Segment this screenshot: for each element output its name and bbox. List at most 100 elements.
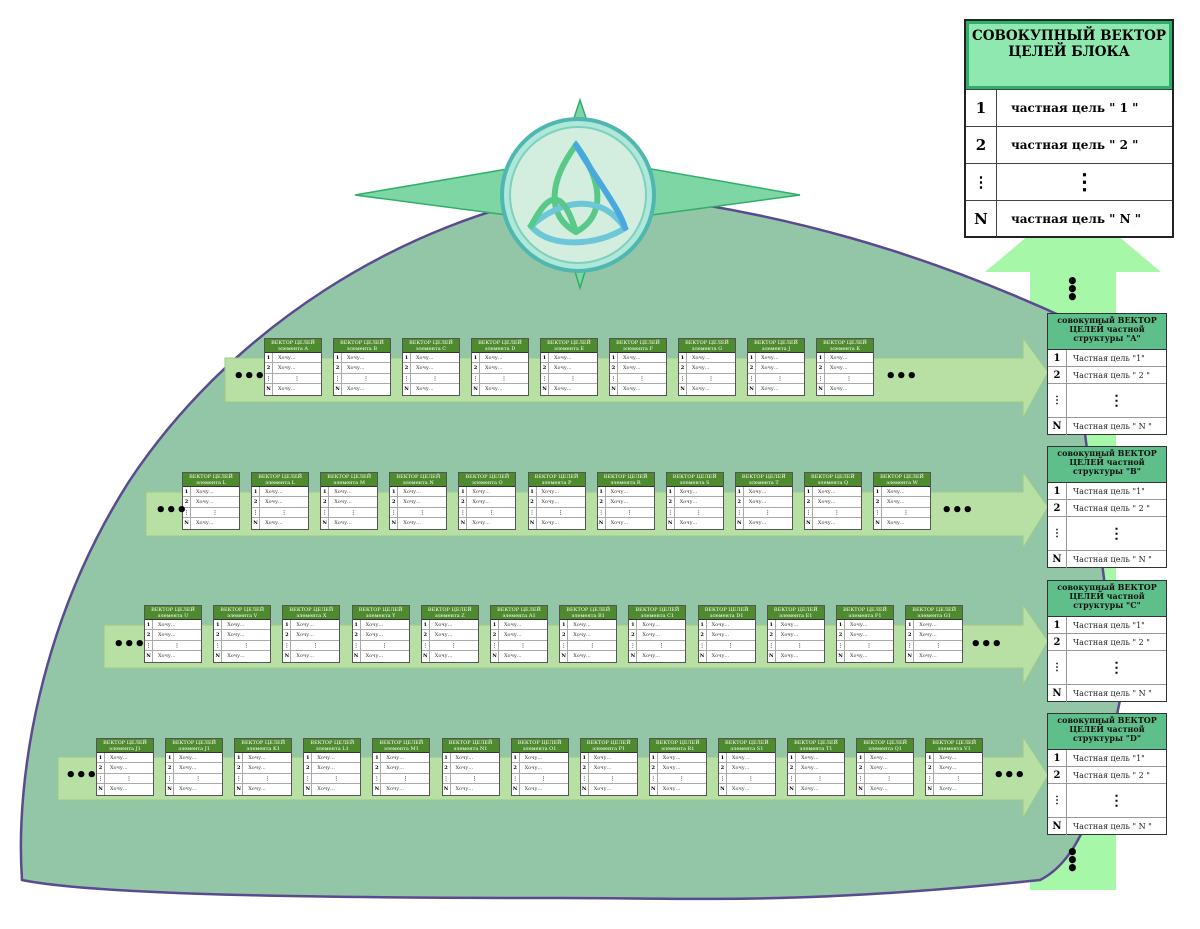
element-card-row-text: Хочу... xyxy=(887,499,905,506)
element-card-row-number: 1 xyxy=(629,620,638,630)
element-card-row-number: 1 xyxy=(679,353,687,363)
element-card-label: элемента B xyxy=(346,346,378,352)
element-card-row-number: 2 xyxy=(719,763,727,773)
element-card-row-number: ⋮ xyxy=(542,373,549,384)
element-card-row-ellipsis: ⋮ xyxy=(570,375,576,382)
element-card-row-text: Хочу... xyxy=(870,755,888,761)
element-card-label: элемента T xyxy=(748,480,779,486)
element-card-row-number: N xyxy=(183,518,191,529)
element-card-label: элемента G1 xyxy=(917,613,951,619)
element-card-row-text: Хочу... xyxy=(196,489,214,495)
element-card-row-number: N xyxy=(166,784,175,795)
element-card-title: ВЕКТОР ЦЕЛЕЙ xyxy=(547,340,591,346)
element-card-title: ВЕКТОР ЦЕЛЕЙ xyxy=(616,340,660,346)
element-card-row: ⋮⋮ xyxy=(679,373,735,385)
element-card-row-text: Хочу... xyxy=(296,653,314,660)
element-card-row-ellipsis: ⋮ xyxy=(174,642,180,649)
element-card-row-number: ⋮ xyxy=(422,640,430,651)
element-card-row-text: Хочу... xyxy=(870,786,888,793)
structure-goals-title: совокупный ВЕКТОР ЦЕЛЕЙ частной структур… xyxy=(1048,447,1166,483)
element-card-row: ⋮⋮ xyxy=(541,373,597,385)
element-card-row-text: Хочу... xyxy=(919,622,937,628)
element-card-row-text: Хочу... xyxy=(248,755,266,761)
element-card-row-text: Хочу... xyxy=(317,755,335,761)
element-card-row-number: ⋮ xyxy=(443,773,451,784)
element-card-row: ⋮⋮ xyxy=(373,773,430,785)
element-card-row-number: N xyxy=(97,784,105,795)
element-card-row-number: N xyxy=(459,518,468,529)
element-card-row-number: ⋮ xyxy=(512,773,520,784)
element-card-title: ВЕКТОР ЦЕЛЕЙ xyxy=(655,740,700,746)
element-card-row-text: Хочу... xyxy=(455,765,474,772)
element-card-title: ВЕКТОР ЦЕЛЕЙ xyxy=(794,740,838,746)
element-card-row-number: 1 xyxy=(529,487,537,497)
structure-goals-title: совокупный ВЕКТОР ЦЕЛЕЙ частной структур… xyxy=(1048,714,1166,750)
element-card-row-text: Хочу... xyxy=(347,386,365,393)
element-card-label: элемента Y xyxy=(365,613,396,619)
element-card-row: ⋮⋮ xyxy=(283,640,340,652)
structure-goal-number: 1 xyxy=(1048,750,1067,766)
structure-goal-number: ⋮ xyxy=(1048,384,1067,417)
element-card-row-text: Хочу... xyxy=(850,653,868,660)
ellipsis-vertical-top: ••• xyxy=(1066,269,1079,309)
element-card-row-number: N xyxy=(874,518,882,529)
element-card-row-number: 2 xyxy=(667,497,675,507)
element-card-row-number: ⋮ xyxy=(581,773,589,784)
element-card-row-text: Хочу... xyxy=(485,355,503,361)
element-card-title: ВЕКТОР ЦЕЛЕЙ xyxy=(635,607,680,613)
element-card-row: ⋮⋮ xyxy=(265,373,321,385)
element-card-row-number: N xyxy=(403,384,411,395)
element-card-row: ⋮⋮ xyxy=(145,640,201,652)
element-card-row: ⋮⋮ xyxy=(817,373,873,385)
element-card-row-number: 1 xyxy=(788,753,796,763)
element-card-title: ВЕКТОР ЦЕЛЕЙ xyxy=(310,740,355,746)
ellipsis-right-b: ••• xyxy=(941,500,974,521)
element-card-label: элемента V1 xyxy=(937,746,971,752)
element-card-row-number: N xyxy=(145,651,153,662)
structure-goal-number: 2 xyxy=(1048,634,1067,650)
element-card-row-text: Хочу... xyxy=(347,355,365,361)
element-card-label: элемента L xyxy=(196,480,226,486)
element-card-row: ⋮⋮ xyxy=(610,373,666,385)
element-card-row-number: N xyxy=(443,784,451,795)
element-card-row-number: ⋮ xyxy=(184,507,191,518)
element-card-row-text: Хочу... xyxy=(110,755,128,761)
element-card-row-number: 2 xyxy=(699,630,707,640)
